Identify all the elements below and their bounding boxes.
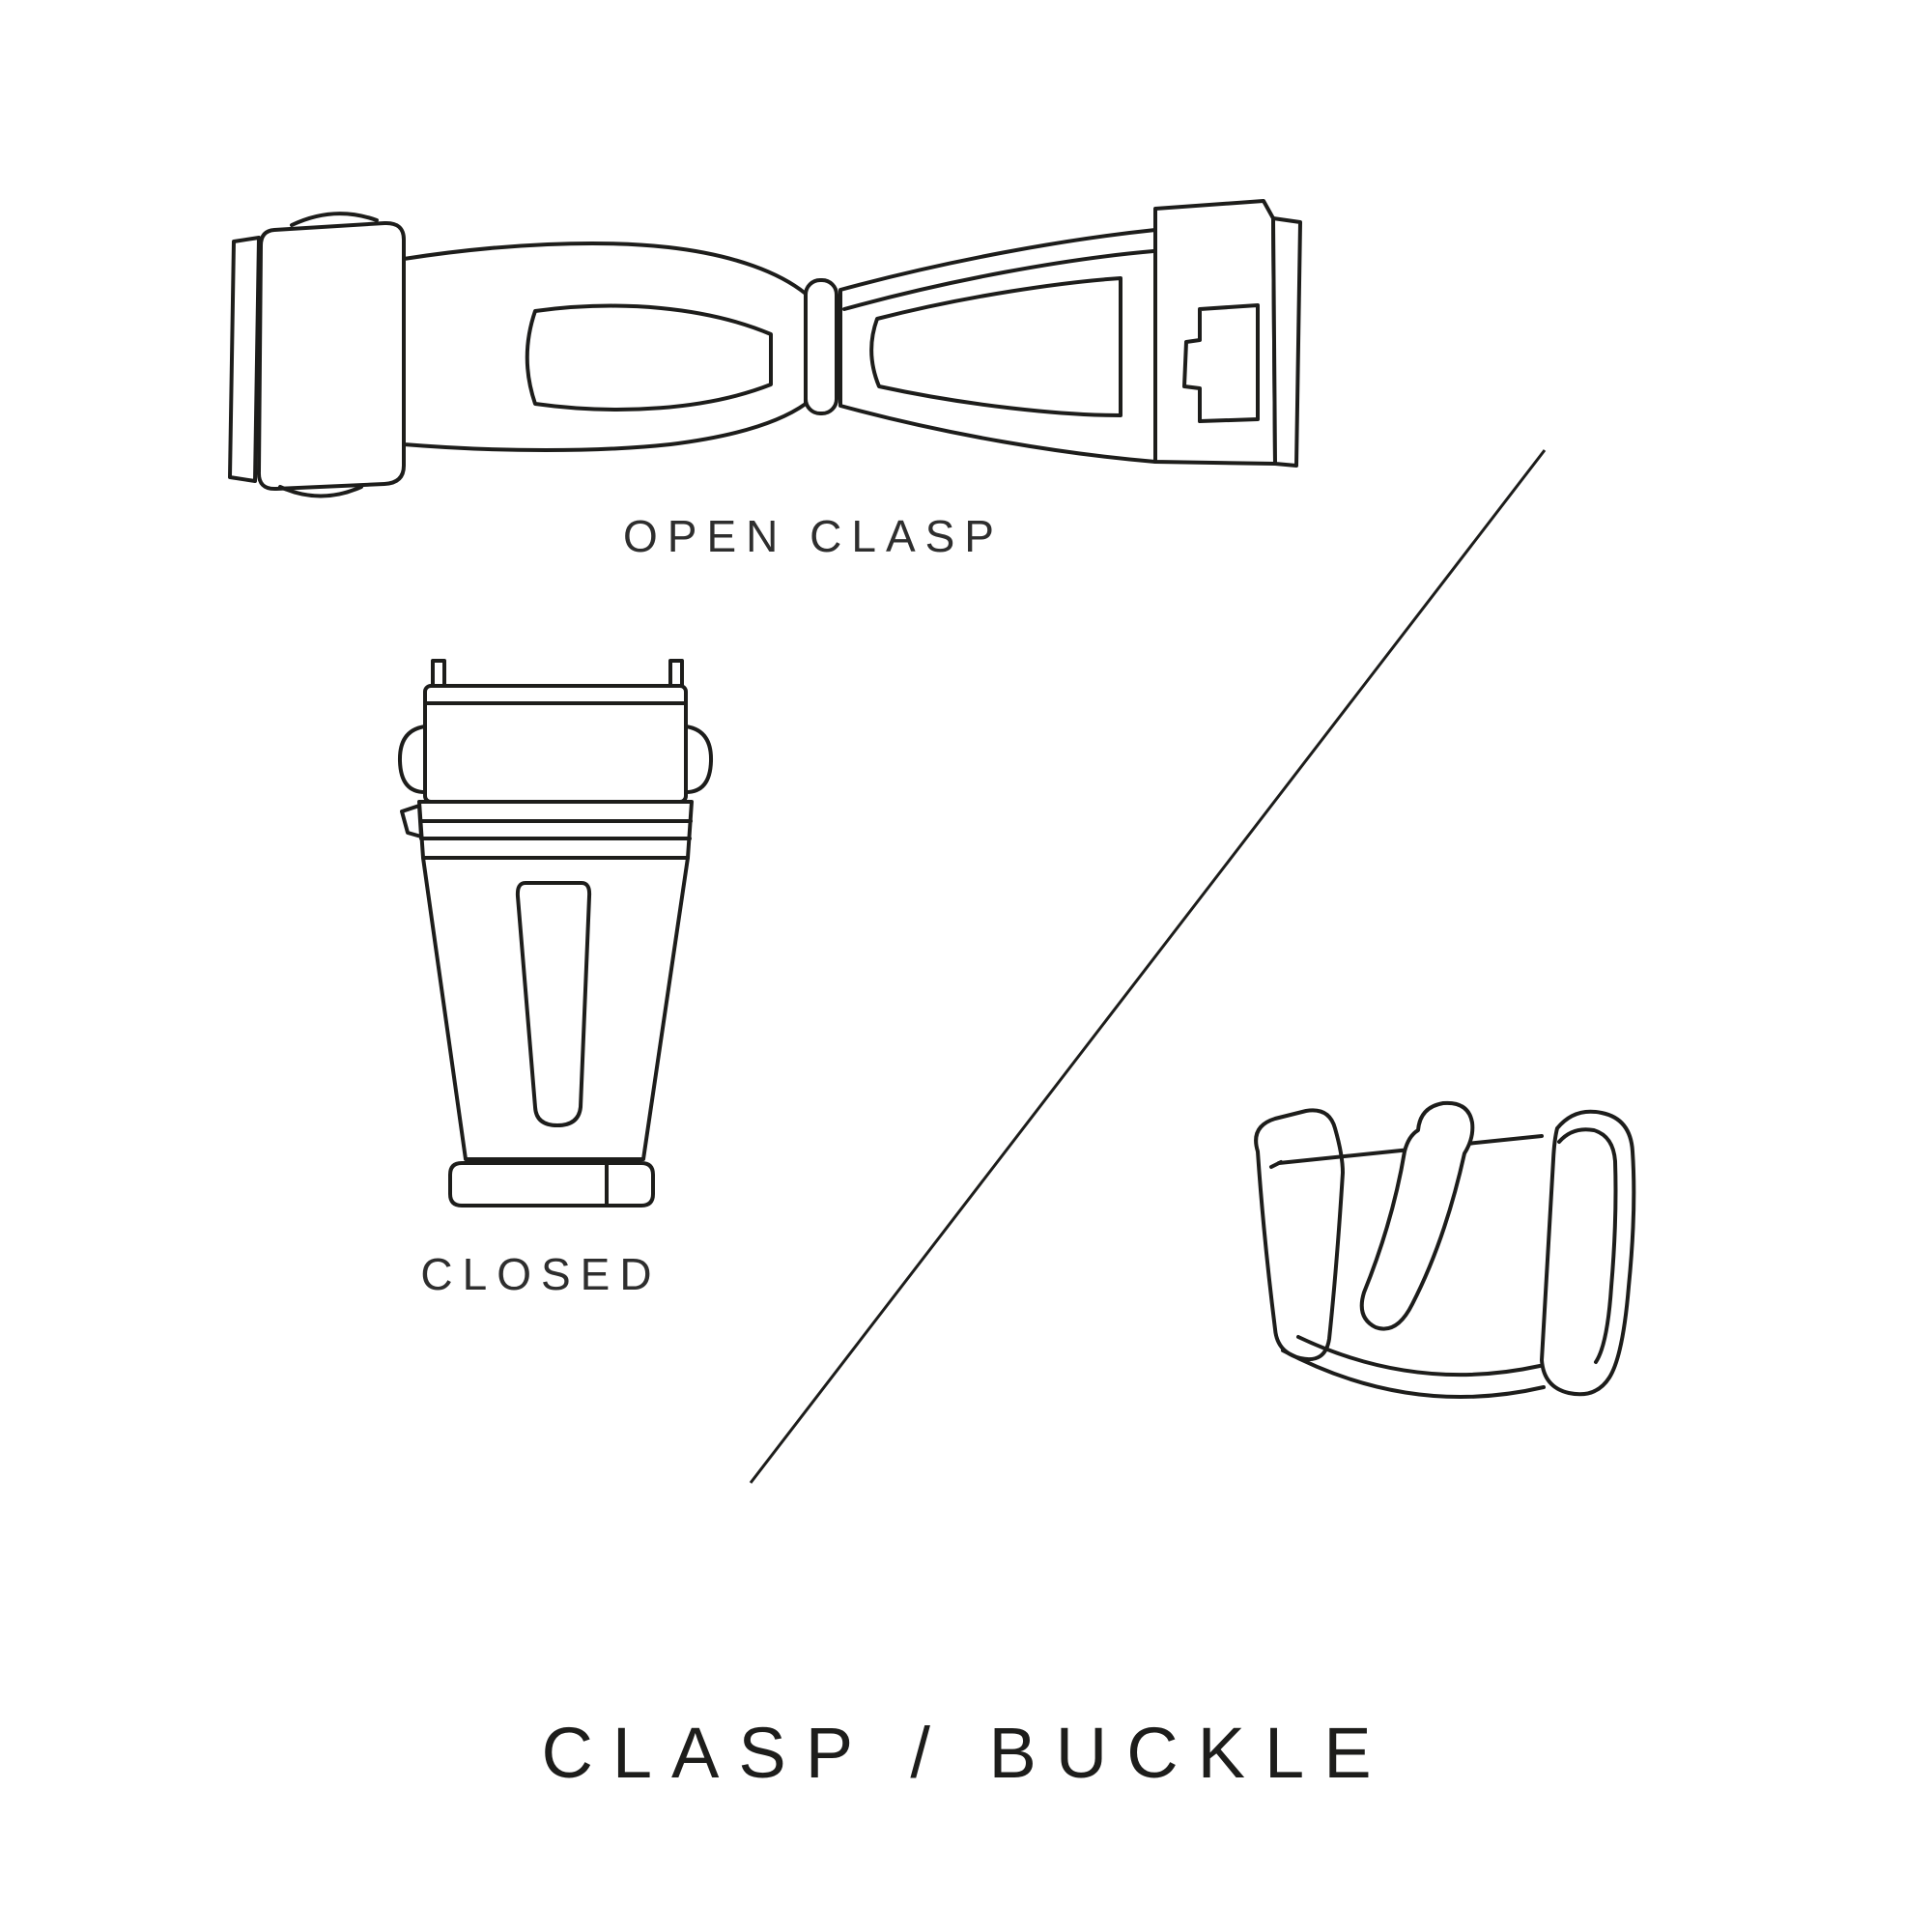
clasp-left-link xyxy=(402,242,808,452)
divider-line xyxy=(749,449,1547,1484)
buckle-spring-bar-tip xyxy=(1269,1160,1283,1169)
clasp-right-link-window xyxy=(869,276,1122,417)
closed-clasp-illustration xyxy=(397,659,714,1208)
closed-prong-right xyxy=(668,659,684,690)
closed-left-flap xyxy=(400,804,423,838)
closed-bottom-cap xyxy=(448,1161,655,1208)
closed-ear-left xyxy=(397,724,427,794)
clasp-left-link-window xyxy=(525,303,773,412)
buckle-right-side xyxy=(1540,1109,1636,1397)
closed-body-window xyxy=(515,881,592,1127)
buckle-left-side xyxy=(1254,1108,1345,1361)
buckle-right-side-inner-line xyxy=(1557,1127,1618,1364)
open-clasp-illustration xyxy=(228,199,1302,498)
clasp-head-block xyxy=(256,220,406,492)
closed-label: CLOSED xyxy=(420,1249,662,1299)
open-clasp-label: OPEN CLASP xyxy=(623,511,1004,561)
clasp-left-edge-strip xyxy=(228,236,261,483)
closed-body xyxy=(421,856,690,1161)
clasp-right-keeper xyxy=(1182,303,1260,423)
clasp-center-hinge xyxy=(804,278,838,415)
clasp-head-bottom-tab xyxy=(278,485,363,498)
buckle-tang xyxy=(1359,1100,1475,1331)
buckle-illustration xyxy=(1254,1100,1636,1399)
closed-ear-right xyxy=(684,724,714,794)
buckle-bottom-bar-inner xyxy=(1296,1335,1542,1378)
closed-prong-left xyxy=(431,659,446,690)
clasp-right-link-fold-line xyxy=(842,249,1155,311)
clasp-right-link xyxy=(838,228,1157,464)
buckle-bottom-bar-outer xyxy=(1281,1349,1546,1399)
page-title: CLASP / BUCKLE xyxy=(541,1713,1391,1793)
clasp-head-top-tab xyxy=(290,212,379,227)
closed-flange xyxy=(417,800,694,860)
clasp-right-edge-strip xyxy=(1271,216,1302,468)
